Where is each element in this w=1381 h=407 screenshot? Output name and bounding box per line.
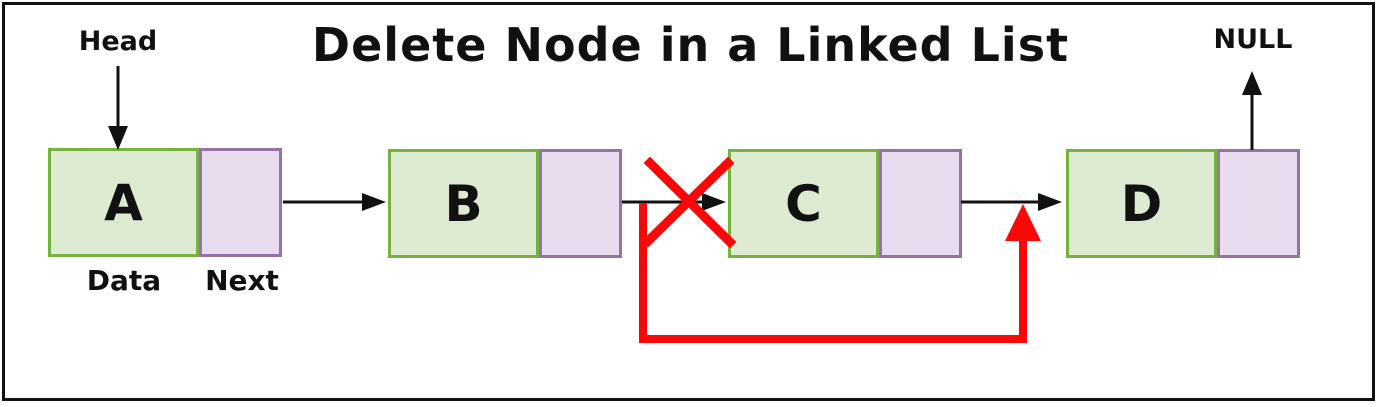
node-a-data-cell: A xyxy=(48,148,199,257)
b-to-c-arrow xyxy=(622,193,726,211)
node-d-letter: D xyxy=(1120,174,1163,233)
node-c-next-cell xyxy=(879,149,962,258)
null-pointer-label: NULL xyxy=(1213,24,1293,55)
node-d-data-cell: D xyxy=(1066,149,1217,258)
node-a-next-cell xyxy=(199,148,282,257)
head-to-a-arrow xyxy=(108,66,128,150)
node-a: A xyxy=(48,148,282,257)
node-c: C xyxy=(728,149,962,258)
data-field-label: Data xyxy=(86,264,162,297)
a-to-b-arrow xyxy=(283,193,386,211)
node-c-letter: C xyxy=(785,174,822,233)
node-b-next-cell xyxy=(539,149,622,258)
node-d-next-cell xyxy=(1217,149,1300,258)
d-to-null-arrow xyxy=(1242,71,1262,150)
next-field-label: Next xyxy=(205,264,279,297)
bypass-b-to-d-arrow xyxy=(639,203,1041,343)
head-pointer-label: Head xyxy=(78,26,158,57)
node-b-data-cell: B xyxy=(388,149,539,258)
node-b: B xyxy=(388,149,622,258)
diagram-title: Delete Node in a Linked List xyxy=(311,18,1070,72)
c-to-d-arrow xyxy=(961,193,1062,211)
delete-x-icon xyxy=(641,156,737,249)
node-b-letter: B xyxy=(444,174,483,233)
node-a-letter: A xyxy=(104,173,143,232)
node-d: D xyxy=(1066,149,1300,258)
node-c-data-cell: C xyxy=(728,149,879,258)
